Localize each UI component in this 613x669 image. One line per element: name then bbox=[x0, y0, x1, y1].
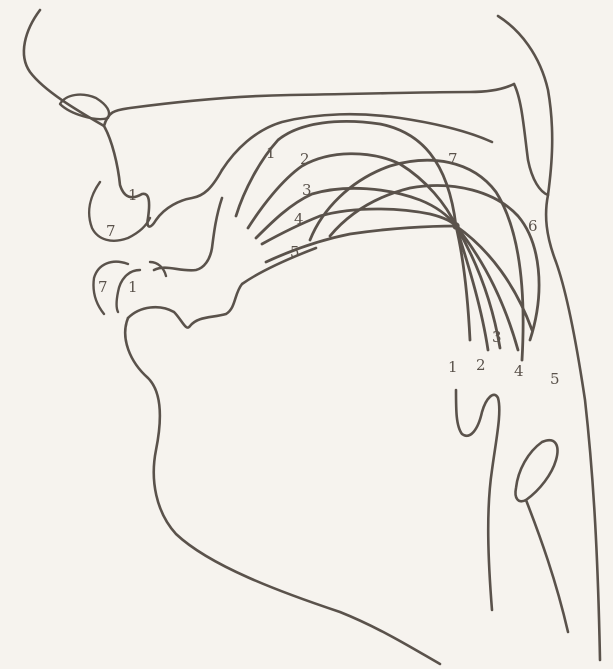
trachea-outline bbox=[526, 500, 568, 632]
lower-teeth-outline bbox=[154, 198, 222, 270]
label-upper-lip-1: 1 bbox=[128, 186, 138, 204]
palate-outline bbox=[104, 84, 514, 126]
nostril-outline bbox=[60, 95, 109, 119]
label-tongue-root-4: 4 bbox=[514, 362, 524, 380]
label-tongue-front-5: 5 bbox=[290, 243, 300, 261]
chin-throat-outline bbox=[125, 318, 440, 664]
label-lower-lip-7: 7 bbox=[98, 278, 108, 296]
label-tongue-front-3: 3 bbox=[302, 181, 312, 199]
label-tongue-front-1: 1 bbox=[266, 144, 276, 162]
tongue-root-2 bbox=[456, 226, 488, 350]
label-tongue-front-2: 2 bbox=[300, 150, 310, 168]
label-upper-lip-7: 7 bbox=[106, 222, 116, 240]
label-tongue-root-1: 1 bbox=[448, 358, 458, 376]
label-tongue-root-2: 2 bbox=[476, 356, 486, 374]
label-tongue-back-6: 6 bbox=[528, 217, 538, 235]
larynx-outline bbox=[515, 440, 557, 501]
label-tongue-back-7: 7 bbox=[448, 150, 458, 168]
velum-outline bbox=[514, 84, 548, 195]
label-tongue-front-4: 4 bbox=[294, 210, 304, 228]
tongue-root-junction bbox=[453, 223, 459, 229]
label-tongue-root-3: 3 bbox=[492, 328, 502, 346]
label-lower-lip-1: 1 bbox=[128, 278, 138, 296]
label-tongue-root-5: 5 bbox=[550, 370, 560, 388]
upper-lip-outline bbox=[104, 126, 222, 227]
epiglottis-outline bbox=[456, 390, 499, 610]
upper-lip-variant-7 bbox=[89, 182, 150, 241]
jaw-outline bbox=[128, 248, 316, 328]
